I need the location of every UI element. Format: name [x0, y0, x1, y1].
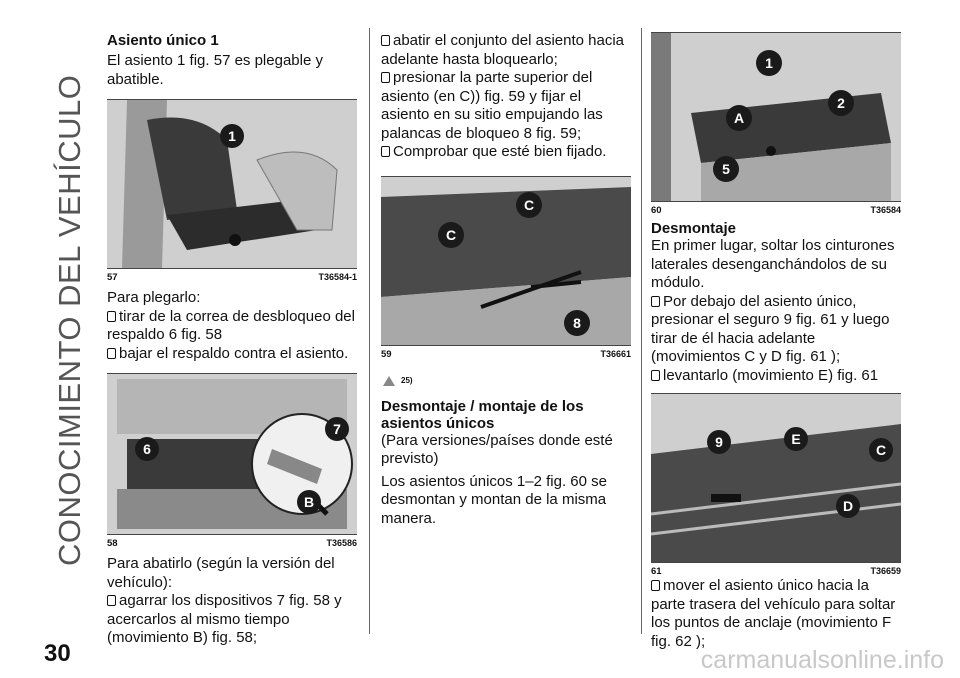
callout-circle [325, 417, 349, 441]
callout-circle [564, 309, 590, 336]
checkbox-bullet-icon [651, 580, 660, 591]
callout-circle [516, 191, 542, 218]
figure-60: 1 2 A 5 [651, 32, 901, 202]
footer-watermark: carmanualsonline.info [700, 646, 944, 674]
step: abatir el conjunto del asiento hacia ade… [381, 32, 624, 68]
fold-step: bajar el respaldo contra el asiento. [107, 345, 357, 364]
side-section-title: CONOCIMIENTO DEL VEHÍCULO [52, 74, 87, 566]
checkbox-bullet-icon [381, 146, 390, 157]
column-1: Asiento único 1 El asiento 1 fig. 57 es … [107, 32, 357, 648]
column-divider [641, 28, 642, 634]
callout-circle [135, 437, 159, 461]
checkbox-bullet-icon [651, 369, 660, 381]
step: Comprobar que esté bien fijado. [381, 143, 631, 162]
callout-circle [869, 438, 893, 462]
callout-6: 6 [143, 441, 151, 457]
callout-circle [784, 427, 808, 451]
callout-E: E [791, 431, 800, 447]
callout-2: 2 [837, 95, 845, 111]
tilt-label: Para abatirlo (según la versión del vehí… [107, 555, 335, 591]
checkbox-bullet-icon [381, 35, 390, 46]
column-divider [369, 28, 370, 634]
figure-58: 6 7 B [107, 373, 357, 535]
callout-C: C [524, 197, 534, 213]
section-heading: Asiento único 1 [107, 32, 219, 49]
callout-D: D [843, 498, 853, 514]
figure-caption: 61 T36659 [651, 566, 901, 577]
callout-C: C [876, 442, 886, 458]
callout-C: C [446, 227, 456, 243]
figure-caption: 57 T36584-1 [107, 272, 357, 283]
callout-circle [836, 494, 860, 518]
page-number: 30 [44, 640, 71, 667]
figure-caption: 60 T36584 [651, 205, 901, 216]
fold-step: tirar de la correa de desbloqueo del res… [107, 307, 355, 343]
callout-7: 7 [333, 421, 341, 437]
callout-circle [828, 90, 854, 116]
note-reference: 25) [381, 374, 631, 388]
body-text: En primer lugar, soltar los cinturones l… [651, 237, 895, 291]
step: presionar la parte superior del asiento … [381, 69, 603, 142]
column-3: 1 2 A 5 60 T36584 Desmontaje En primer l… [651, 32, 901, 651]
callout-9: 9 [715, 434, 723, 450]
figure-59: C C 8 [381, 175, 631, 346]
callout-B: B [304, 494, 314, 510]
callout-1: 1 [765, 55, 773, 71]
section-heading: Desmontaje [651, 220, 737, 237]
callout-circle [438, 221, 464, 248]
fold-label: Para plegarlo: [107, 289, 201, 306]
hand-pointer-icon [383, 375, 395, 386]
figure-caption: 58 T36586 [107, 538, 357, 549]
tilt-step: agarrar los dispositivos 7 fig. 58 y ace… [107, 592, 342, 646]
figure-caption: 59 T36661 [381, 348, 631, 360]
callout-circle [713, 156, 739, 182]
callout-8: 8 [573, 315, 581, 331]
column-2: abatir el conjunto del asiento hacia ade… [381, 32, 631, 528]
checkbox-bullet-icon [381, 72, 390, 83]
callout-circle [297, 490, 321, 514]
callout-1: 1 [228, 128, 236, 144]
section-heading: Desmontaje / montaje de los asientos úni… [381, 397, 584, 432]
checkbox-bullet-icon [651, 295, 660, 307]
callout-circle [726, 105, 752, 131]
callout-A: A [734, 110, 744, 126]
step: mover el asiento único hacia la parte tr… [651, 577, 896, 650]
step: levantarlo (movimiento E) fig. 61 [651, 367, 901, 386]
checkbox-bullet-icon [107, 310, 116, 322]
callout-circle [707, 430, 731, 454]
callout-circle [756, 50, 782, 76]
intro-text: El asiento 1 fig. 57 es plegable y abati… [107, 52, 323, 88]
checkbox-bullet-icon [107, 347, 116, 359]
subheading-text: (Para versiones/países donde esté previs… [381, 431, 613, 468]
figure-57: 1 [107, 99, 357, 269]
callout-5: 5 [722, 161, 730, 177]
checkbox-bullet-icon [107, 595, 116, 606]
callout-circle [220, 124, 244, 148]
figure-61: 9 E C D [651, 393, 901, 563]
step: Por debajo del asiento único, presionar … [651, 292, 890, 365]
body-text: Los asientos únicos 1–2 fig. 60 se desmo… [381, 472, 607, 527]
